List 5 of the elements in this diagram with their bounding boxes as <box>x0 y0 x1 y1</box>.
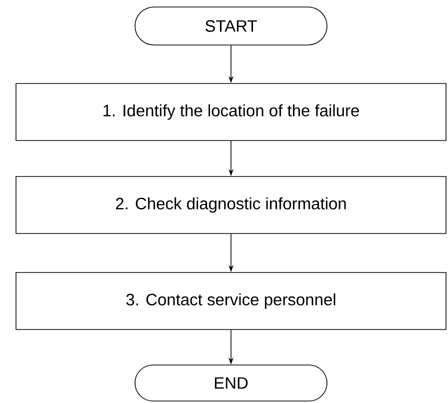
process-box: 2. Check diagnostic information <box>16 176 446 234</box>
terminal-box: START <box>134 6 328 46</box>
process-box: 1. Identify the location of the failure <box>16 83 446 141</box>
process-box: 3. Contact service personnel <box>16 272 446 330</box>
terminal-box: END <box>134 364 328 402</box>
